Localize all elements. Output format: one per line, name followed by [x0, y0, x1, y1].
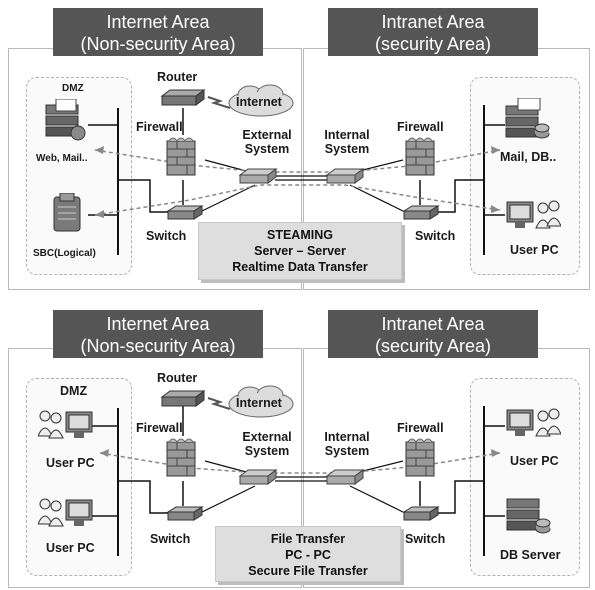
mail-db-label: Mail, DB..: [500, 150, 557, 164]
user-pc-icon: [38, 498, 93, 527]
internet-area-header: Internet Area(Non-security Area): [53, 310, 263, 358]
internal-system-icon: [325, 469, 365, 485]
switch-left-icon: [166, 506, 204, 521]
internet-area-header: Internet Area(Non-security Area): [53, 8, 263, 56]
firewall-left-label: Firewall: [136, 421, 183, 435]
db-server-label: DB Server: [500, 548, 561, 562]
switch-left-label: Switch: [146, 229, 187, 243]
internal-system-icon: [325, 168, 365, 184]
router-icon: [160, 89, 206, 106]
firewall-left-icon: [166, 137, 196, 176]
switch-right-icon: [402, 205, 440, 220]
network-links: [92, 397, 505, 556]
dmz-zone: [26, 77, 132, 275]
dmz-label: DMZ: [60, 384, 88, 398]
switch-left-label: Switch: [150, 532, 191, 546]
firewall-left-label: Firewall: [136, 120, 183, 134]
intranet-area-header: Intranet Area(security Area): [328, 8, 538, 56]
firewall-right-label: Firewall: [397, 421, 444, 435]
sbc-label: SBC(Logical): [33, 248, 96, 259]
external-system-icon: [238, 469, 278, 485]
mail-db-server-icon: [505, 98, 550, 139]
switch-right-label: Switch: [415, 229, 456, 243]
web-mail-label: Web, Mail..: [36, 153, 88, 164]
server-icon: [45, 99, 86, 141]
db-server-icon: [506, 498, 551, 534]
internet-cloud-icon: [228, 84, 294, 117]
switch-right-icon: [402, 506, 440, 521]
firewall-left-icon: [166, 438, 196, 477]
firewall-right-label: Firewall: [397, 120, 444, 134]
internet-cloud-label: Internet: [236, 95, 282, 109]
switch-left-icon: [166, 205, 204, 220]
user-pc-icon: [506, 200, 561, 229]
router-label: Router: [157, 70, 198, 84]
sbc-server-icon: [53, 193, 81, 232]
user-pc-label: User PC: [46, 456, 95, 470]
user-pc-icon: [506, 408, 561, 437]
external-system-icon: [238, 168, 278, 184]
user-pc-label: User PC: [510, 243, 559, 257]
user-pc-label: User PC: [46, 541, 95, 555]
dmz-label: DMZ: [62, 83, 84, 94]
firewall-right-icon: [405, 137, 435, 176]
router-label: Router: [157, 371, 198, 385]
user-pc-label: User PC: [510, 454, 559, 468]
switch-right-label: Switch: [405, 532, 446, 546]
user-pc-icon: [38, 410, 93, 439]
firewall-right-icon: [405, 438, 435, 477]
diagram-panel-streaming: Internet Area(Non-security Area) Intrane…: [0, 0, 595, 290]
router-icon: [160, 390, 206, 407]
diagram-panel-file-transfer: Internet Area(Non-security Area) Intrane…: [0, 298, 595, 588]
internet-cloud-icon: [228, 385, 294, 418]
intranet-area-header: Intranet Area(security Area): [328, 310, 538, 358]
internet-cloud-label: Internet: [236, 396, 282, 410]
